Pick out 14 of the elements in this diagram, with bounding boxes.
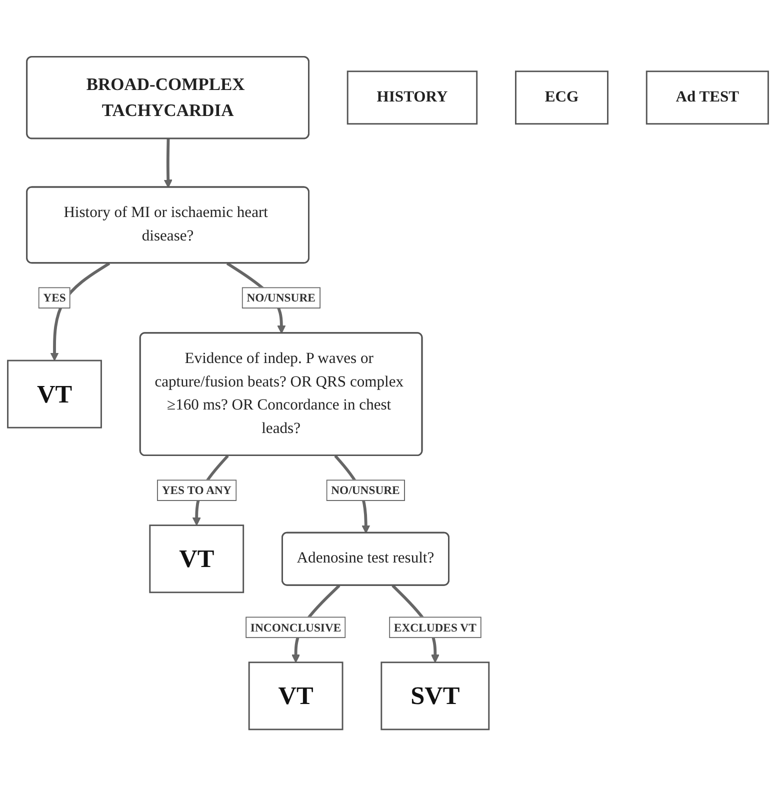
node-box: SVT bbox=[380, 662, 490, 731]
node-box: ECG bbox=[515, 71, 608, 125]
edge-label: NO/UNSURE bbox=[246, 291, 316, 306]
edge-label: YES bbox=[43, 291, 66, 306]
edge-label: INCONCLUSIVE bbox=[250, 620, 342, 635]
edge-label: NO/UNSURE bbox=[331, 484, 400, 498]
node-box: VT bbox=[248, 662, 344, 731]
edge-label: EXCLUDES VT bbox=[394, 620, 476, 635]
node-box: HISTORY bbox=[346, 71, 478, 125]
arrow bbox=[164, 139, 172, 188]
node-box: VT bbox=[149, 524, 244, 594]
node-box: Ad TEST bbox=[646, 71, 769, 125]
edge-label: YES TO ANY bbox=[162, 484, 232, 498]
node-box: VT bbox=[7, 360, 102, 429]
